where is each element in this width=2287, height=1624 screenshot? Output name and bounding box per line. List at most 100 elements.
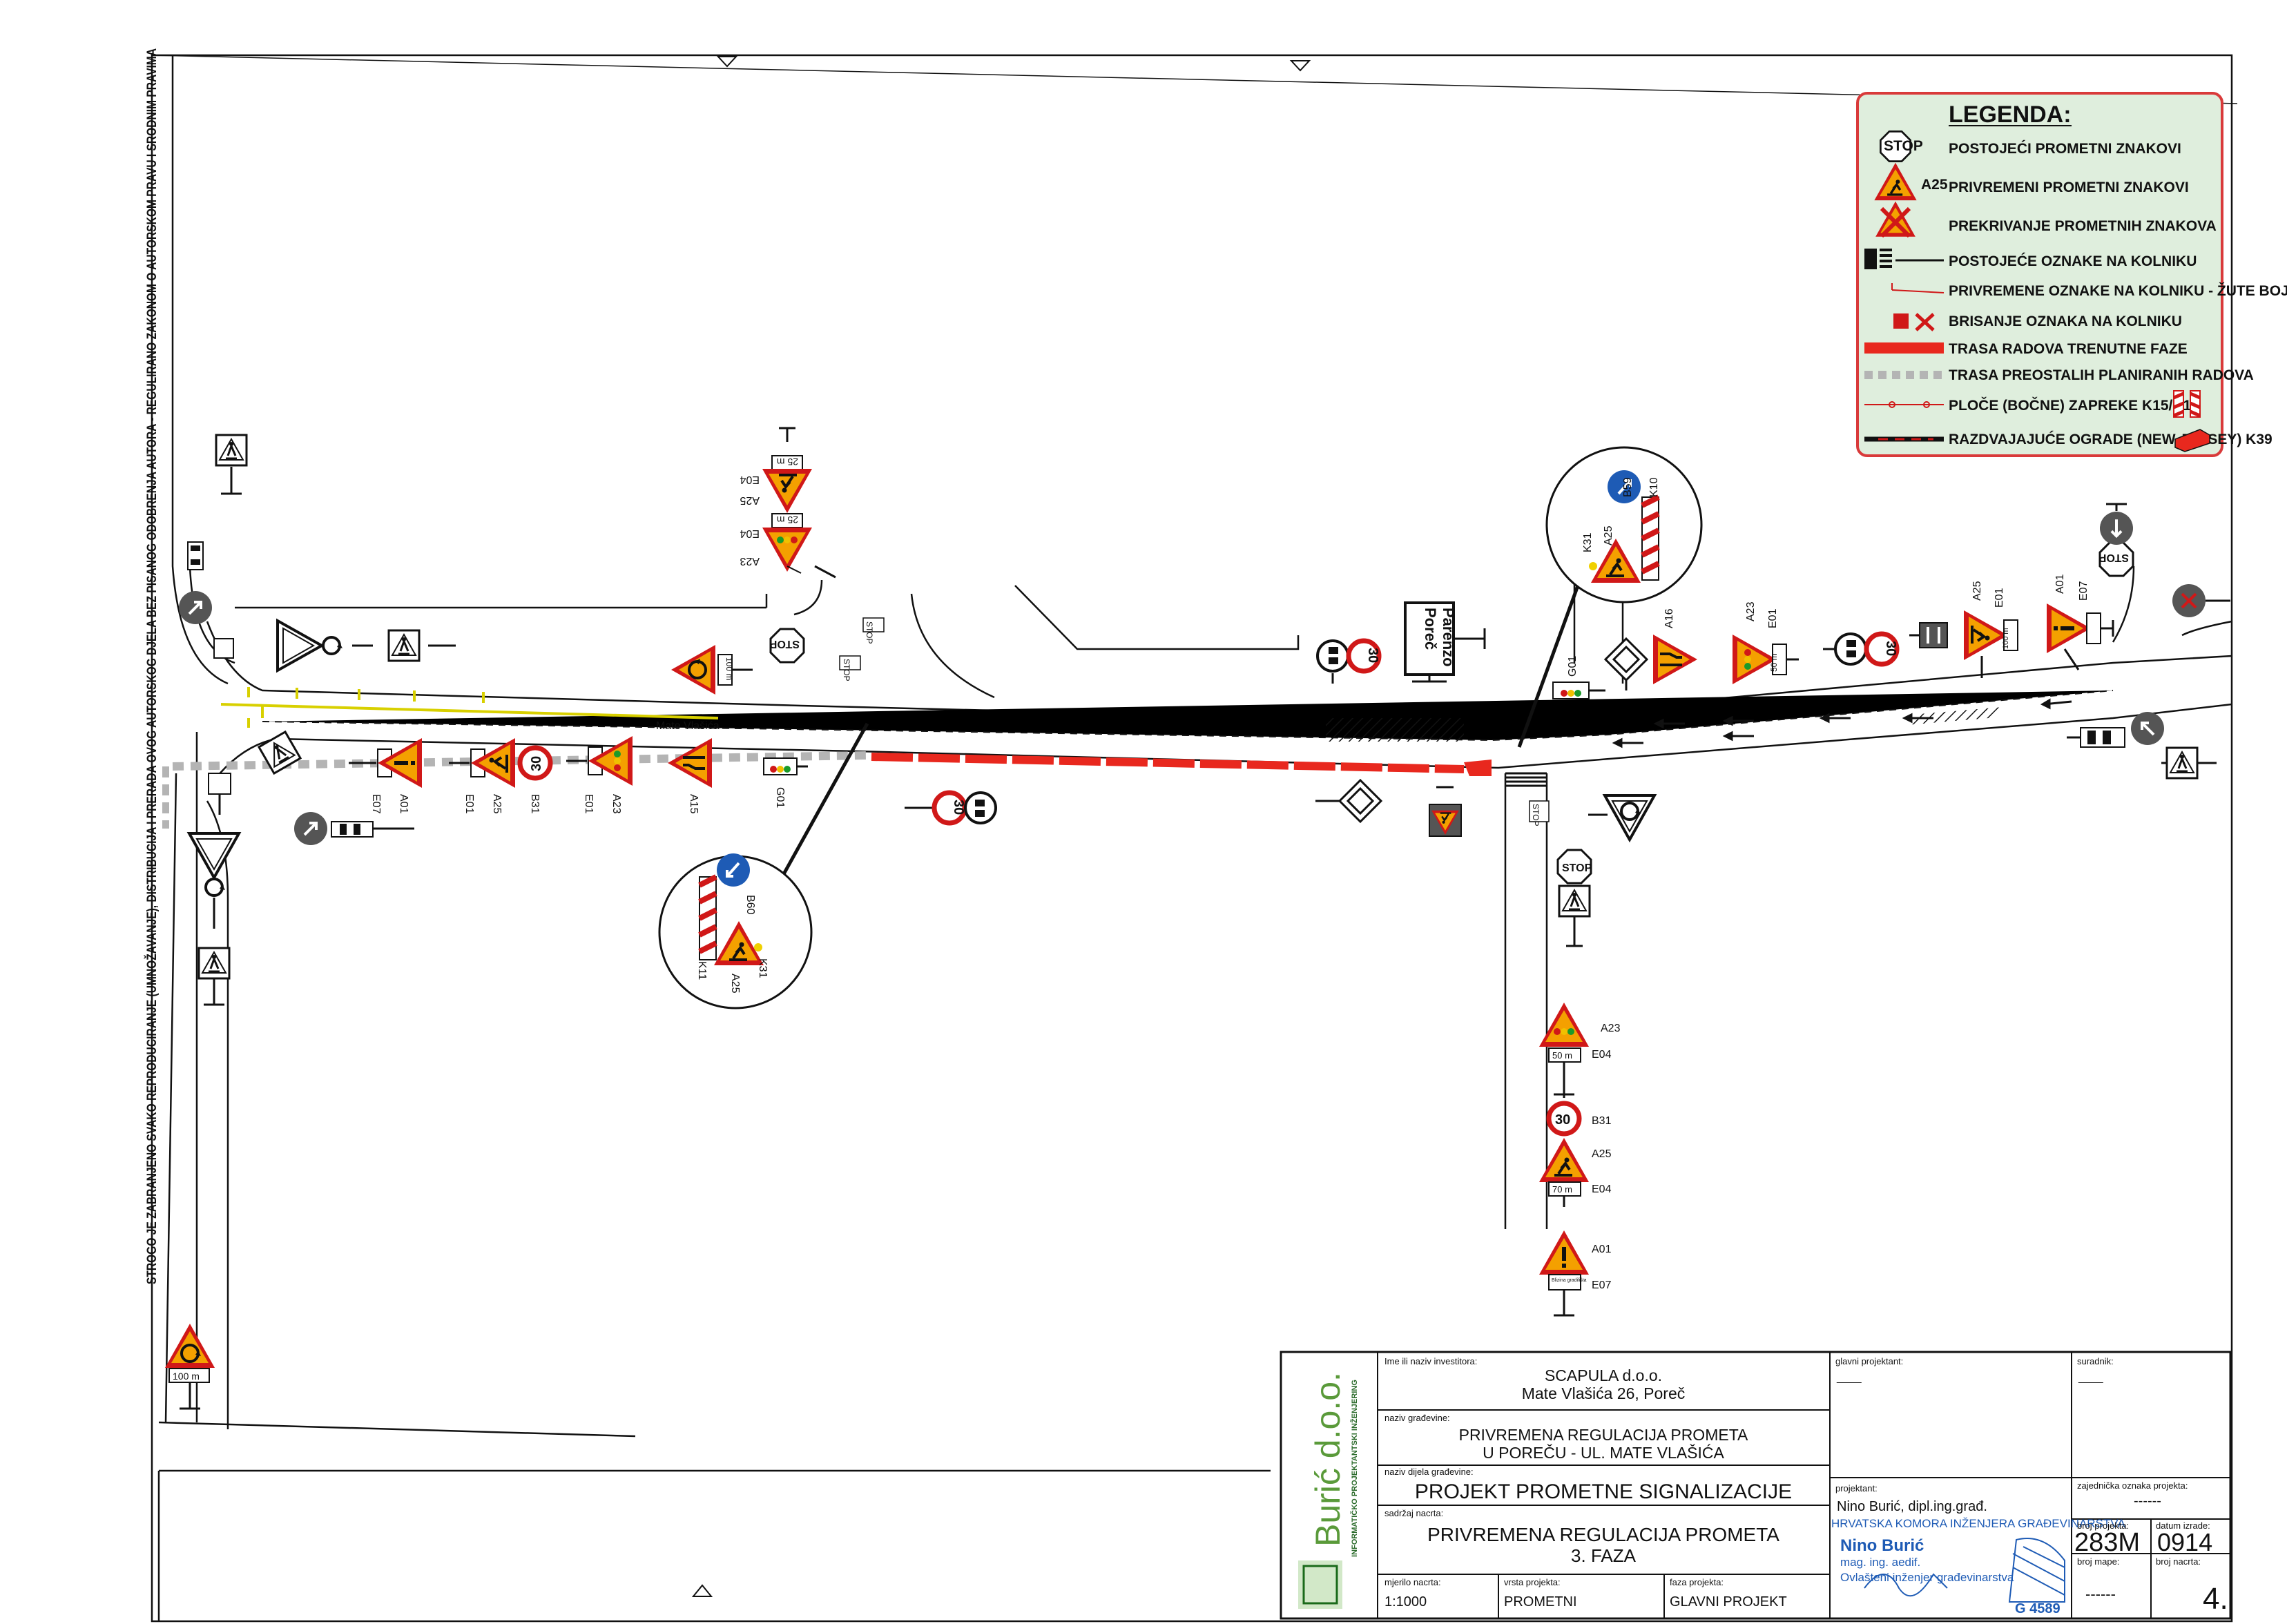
svg-text:A23: A23 — [1601, 1023, 1621, 1034]
svg-text:glavni projektant:: glavni projektant: — [1835, 1356, 1903, 1366]
svg-text:A25: A25 — [740, 494, 760, 506]
svg-text:G01: G01 — [774, 787, 786, 808]
centre-line — [262, 690, 2114, 742]
current-works-route — [871, 753, 1492, 776]
svg-text:30: 30 — [951, 800, 966, 815]
svg-text:E04: E04 — [740, 474, 760, 485]
svg-text:K11: K11 — [696, 961, 708, 980]
svg-text:30: 30 — [529, 756, 544, 771]
svg-text:A16: A16 — [1663, 608, 1675, 628]
legend-item-9: PLOČE (BOČNE) ZAPREKE K15/K16 — [1949, 397, 2199, 414]
svg-text:K10: K10 — [1648, 477, 1660, 497]
legend-item-4: POSTOJEĆE OZNAKE NA KOLNIKU — [1949, 253, 2197, 269]
svg-text:STOP: STOP — [842, 659, 851, 681]
svg-text:E01: E01 — [463, 794, 475, 814]
svg-text:zajednička oznaka projekta:: zajednička oznaka projekta: — [2077, 1480, 2188, 1491]
svg-text:70 m: 70 m — [1552, 1184, 1572, 1195]
svg-text:A15: A15 — [688, 794, 699, 814]
svg-text:E07: E07 — [1592, 1279, 1612, 1291]
svg-text:STOP: STOP — [2098, 552, 2129, 563]
svg-text:25 m: 25 m — [777, 456, 798, 467]
right-hatch — [1906, 707, 2003, 725]
sign-group-centre: 30 — [905, 779, 1462, 837]
svg-text:PROMETNI: PROMETNI — [1504, 1594, 1577, 1610]
svg-text:Mate Vlašića 26, Poreč: Mate Vlašića 26, Poreč — [1522, 1384, 1686, 1402]
svg-text:100 m: 100 m — [2002, 628, 2010, 649]
svg-text:STOP: STOP — [1531, 804, 1541, 826]
svg-text:B60: B60 — [744, 895, 756, 915]
roundabout-warning-top: 100 m — [671, 645, 753, 695]
svg-text:30: 30 — [1365, 648, 1380, 663]
svg-text:sadržaj nacrta:: sadržaj nacrta: — [1384, 1508, 1443, 1518]
company-logo: Burić d.o.o. INFORMATIČKO PROJEKTANTSKI … — [1298, 1372, 1359, 1609]
svg-text:faza projekta:: faza projekta: — [1670, 1577, 1724, 1587]
svg-text:A25: A25 — [1603, 525, 1614, 545]
svg-text:Nino Burić, dipl.ing.građ.: Nino Burić, dipl.ing.građ. — [1837, 1499, 1987, 1514]
svg-text:A23: A23 — [1745, 601, 1757, 621]
svg-text:283M: 283M — [2074, 1528, 2140, 1557]
sign-group-left-lower: 100 m — [165, 731, 414, 1410]
svg-text:PRIVREMENA REGULACIJA PROMETA: PRIVREMENA REGULACIJA PROMETA — [1459, 1426, 1748, 1444]
svg-text:E04: E04 — [1592, 1183, 1612, 1195]
detail-callout-lower: B60 K11 K31 A25 — [658, 722, 869, 1009]
copyright-notice: STROGO JE ZABRANJENO SVAKO REPRODUCIRANJ… — [144, 48, 160, 1284]
svg-text:A01: A01 — [2054, 574, 2066, 594]
svg-text:Blizina gradilišta: Blizina gradilišta — [1552, 1278, 1587, 1283]
svg-text:STOP: STOP — [1884, 138, 1923, 154]
svg-text:naziv dijela građevine:: naziv dijela građevine: — [1384, 1467, 1474, 1477]
svg-text:0914: 0914 — [2157, 1528, 2212, 1556]
svg-text:broj nacrta:: broj nacrta: — [2156, 1556, 2201, 1567]
svg-text:3. FAZA: 3. FAZA — [1571, 1545, 1637, 1566]
legend-item-5: PRIVREMENE OZNAKE NA KOLNIKU - ŽUTE BOJE — [1949, 282, 2287, 299]
svg-text:broj projekta:: broj projekta: — [2077, 1520, 2129, 1531]
svg-text:------: ------ — [2085, 1585, 2116, 1603]
svg-text:E04: E04 — [740, 528, 760, 539]
svg-text:INFORMATIČKO PROJEKTANTSKI INŽ: INFORMATIČKO PROJEKTANTSKI INŽENJERING — [1350, 1380, 1359, 1557]
svg-text:Ime ili naziv investitora:: Ime ili naziv investitora: — [1384, 1356, 1477, 1366]
svg-text:K31: K31 — [757, 958, 769, 978]
pedestrian-crossing — [1505, 772, 1547, 787]
sign-group-top-middle: 25 m 25 m E04 A25 E04 A23 — [740, 427, 836, 579]
lane-arrows — [1612, 698, 2072, 748]
svg-text:mag. ing. aedif.: mag. ing. aedif. — [1840, 1556, 1920, 1569]
sign-group-vertical-road: STOP STOP 50 m A23 E04 30 B31 70 m A25 E… — [1529, 794, 1656, 1317]
svg-text:------: ------ — [2134, 1494, 2161, 1509]
svg-text:E01: E01 — [1767, 608, 1779, 628]
legend-item-3: PREKRIVANJE PROMETNIH ZNAKOVA — [1949, 218, 2217, 234]
svg-text:broj mape:: broj mape: — [2077, 1556, 2119, 1567]
legend-title: LEGENDA: — [1949, 102, 2072, 128]
legend-item-8: TRASA PREOSTALIH PLANIRANIH RADOVA — [1949, 367, 2254, 383]
svg-text:Ovlašteni inženjer građevinars: Ovlašteni inženjer građevinarstva — [1840, 1571, 2014, 1584]
svg-text:datum izrade:: datum izrade: — [2156, 1520, 2210, 1531]
svg-text:naziv građevine:: naziv građevine: — [1384, 1413, 1450, 1423]
temp-yellow-markings — [220, 687, 719, 728]
legend-item-6: BRISANJE OZNAKA NA KOLNIKU — [1949, 313, 2182, 329]
svg-text:30: 30 — [1883, 641, 1898, 656]
svg-text:G 4589: G 4589 — [2015, 1601, 2061, 1616]
svg-text:SCAPULA d.o.o.: SCAPULA d.o.o. — [1545, 1366, 1662, 1384]
legend-item-7: TRASA RADOVA TRENUTNE FAZE — [1949, 341, 2188, 357]
legend-item-2: PRIVREMENI PROMETNI ZNAKOVI — [1949, 180, 2189, 195]
hatched-area — [1326, 718, 1464, 742]
svg-text:Burić d.o.o.: Burić d.o.o. — [1309, 1372, 1347, 1547]
svg-text:mjerilo nacrta:: mjerilo nacrta: — [1384, 1577, 1441, 1587]
svg-text:100 m: 100 m — [173, 1371, 200, 1382]
svg-text:B31: B31 — [529, 794, 541, 814]
svg-text:50 m: 50 m — [1552, 1050, 1572, 1061]
svg-text:A01: A01 — [398, 794, 409, 814]
svg-text:50 m: 50 m — [1769, 653, 1779, 672]
svg-text:HRVATSKA KOMORA INŽENJERA GRAĐ: HRVATSKA KOMORA INŽENJERA GRAĐEVINARSTVA — [1831, 1517, 2125, 1530]
svg-text:30: 30 — [1555, 1112, 1570, 1128]
svg-text:A25: A25 — [729, 974, 741, 994]
svg-text:4.: 4. — [2203, 1582, 2228, 1616]
sign-group-right-lower — [2067, 710, 2217, 780]
svg-text:E01: E01 — [1994, 588, 2005, 608]
svg-text:100 m: 100 m — [724, 657, 734, 680]
stop-marking-top: STOP STOP — [839, 617, 885, 681]
svg-text:A25: A25 — [1592, 1148, 1612, 1160]
svg-text:A25: A25 — [1921, 177, 1948, 193]
svg-text:____: ____ — [1836, 1372, 1862, 1384]
sign-group-left-row: E07 A01 E01 A25 30 B31 E01 A23 — [349, 736, 808, 814]
svg-text:PRIVREMENA REGULACIJA PROMETA: PRIVREMENA REGULACIJA PROMETA — [1427, 1524, 1779, 1545]
